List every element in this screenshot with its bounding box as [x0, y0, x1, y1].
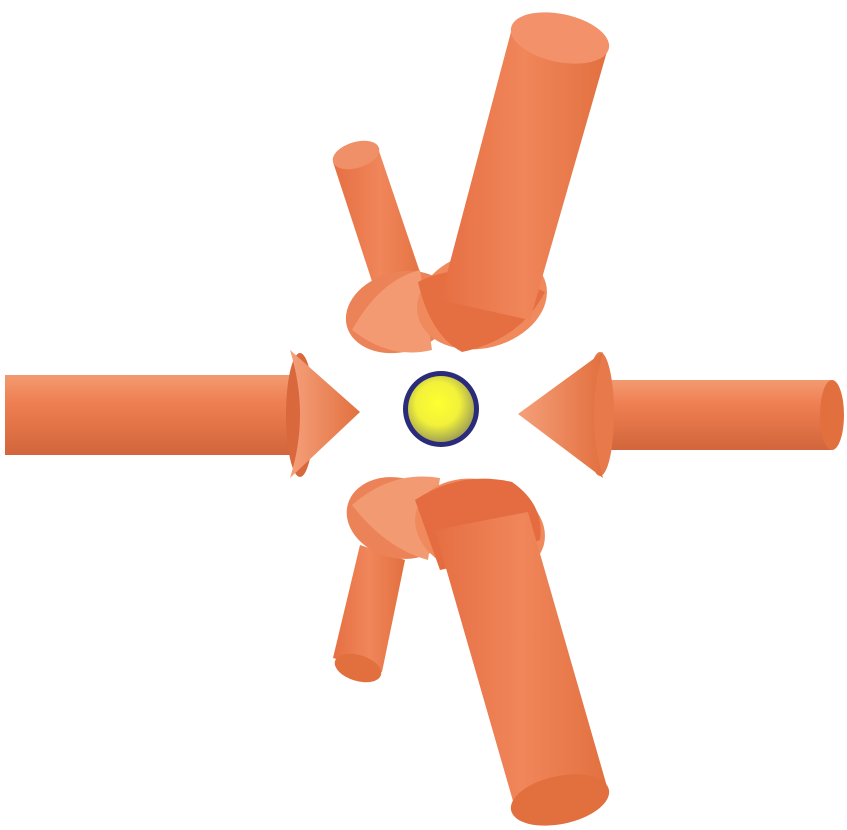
arrow-left-icon — [518, 352, 603, 478]
atom-core — [408, 376, 474, 442]
atom-sphere-icon — [403, 371, 479, 447]
beam-right — [518, 352, 844, 478]
beam-left-shaft — [5, 375, 305, 455]
beam-upper-front — [406, 4, 614, 363]
beam-upper-front-shaft — [440, 28, 608, 320]
beam-right-shaft-end — [820, 380, 844, 450]
beam-lower-front-shaft — [435, 512, 608, 808]
beam-right-shaft — [600, 380, 832, 450]
arrow-right-icon — [290, 350, 360, 478]
beam-lower-back-shaft — [333, 545, 405, 672]
beam-lower-front — [404, 465, 614, 830]
beam-left — [5, 350, 360, 478]
